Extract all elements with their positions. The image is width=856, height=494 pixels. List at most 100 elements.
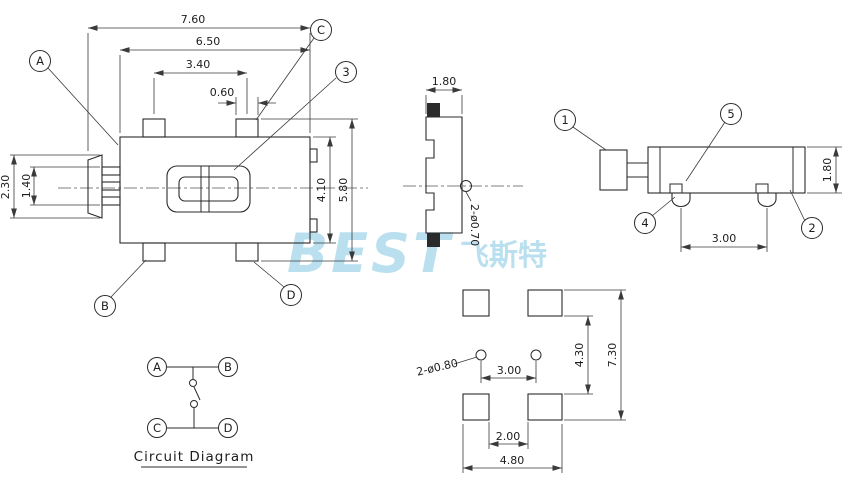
contact-point-bottom bbox=[190, 400, 198, 408]
side-body-outline bbox=[425, 116, 463, 234]
callout-c: C bbox=[255, 19, 332, 121]
side-tab-bottom-filled bbox=[427, 233, 440, 247]
callout-3: 3 bbox=[233, 61, 357, 171]
dim-front-body-width-text: 6.50 bbox=[196, 35, 221, 48]
footprint-view: 2-ø0.80 3.00 4.30 7.30 2.00 4.80 bbox=[415, 289, 626, 473]
rear-terminal-left bbox=[669, 183, 683, 194]
callout-1: 1 bbox=[554, 109, 607, 151]
watermark-brand-text: BEST bbox=[287, 222, 454, 285]
callout-2-label: 2 bbox=[808, 221, 815, 235]
dim-side-pins-text: 2-ø0.70 bbox=[468, 204, 481, 246]
side-view: 1.80 2-ø0.70 bbox=[403, 75, 523, 247]
front-bump-right-upper bbox=[309, 148, 318, 163]
rear-body-outline bbox=[647, 146, 806, 194]
leader-line bbox=[465, 191, 472, 202]
terminal-a-label: A bbox=[153, 360, 161, 374]
front-lever-prong-1 bbox=[101, 166, 121, 176]
callout-4-label: 4 bbox=[641, 216, 648, 230]
callout-a-label: A bbox=[36, 54, 44, 68]
front-view: 7.60 6.50 3.40 0.60 2.30 1.40 4.10 5.80 bbox=[0, 13, 368, 317]
dim-front-body-height-text: 4.10 bbox=[315, 178, 328, 203]
front-lever-prong-2 bbox=[101, 181, 121, 191]
callout-c-label: C bbox=[317, 23, 325, 37]
terminal-a-circle bbox=[147, 357, 167, 377]
circuit-diagram: A B C D Circuit Diagram bbox=[134, 357, 255, 468]
circuit-diagram-caption: Circuit Diagram bbox=[134, 449, 255, 465]
callout-1-circle bbox=[554, 109, 576, 131]
front-tab-top-left bbox=[142, 118, 166, 138]
dim-rear-pin-pitch-text: 3.00 bbox=[712, 232, 737, 245]
terminal-d-label: D bbox=[224, 421, 233, 435]
front-body-outline bbox=[119, 136, 311, 244]
callout-d: D bbox=[253, 261, 302, 306]
watermark-brand-cjk-text: 飞斯特 bbox=[460, 238, 547, 272]
rear-view: 1.80 3.00 1 5 4 2 bbox=[554, 103, 842, 252]
side-tab-top-filled bbox=[427, 103, 440, 117]
leader-line bbox=[47, 67, 119, 146]
callout-2-circle bbox=[801, 217, 823, 239]
rear-foot-left bbox=[671, 193, 691, 208]
dim-side-thickness-text: 1.80 bbox=[432, 75, 457, 88]
callout-1-label: 1 bbox=[561, 113, 568, 127]
leader-line bbox=[651, 196, 676, 217]
dim-front-overall-width-text: 7.60 bbox=[181, 13, 206, 26]
watermark: BEST 飞斯特 bbox=[287, 222, 547, 285]
dim-rear-height-text: 1.80 bbox=[821, 158, 834, 183]
leader-line bbox=[685, 121, 726, 182]
callout-5-label: 5 bbox=[727, 107, 734, 121]
rear-foot-right bbox=[757, 193, 777, 208]
dim-front-tab-pitch-text: 3.40 bbox=[186, 58, 211, 71]
leader-line bbox=[572, 126, 607, 151]
leader-line bbox=[789, 189, 806, 222]
leader-line bbox=[253, 261, 285, 288]
leader-line bbox=[110, 259, 147, 298]
dim-footprint-holes-text: 2-ø0.80 bbox=[415, 357, 459, 379]
dim-footprint-overall-width-text: 4.80 bbox=[500, 454, 525, 467]
dim-footprint-hole-pitch-text: 3.00 bbox=[497, 364, 522, 377]
callout-b-circle bbox=[94, 295, 116, 317]
callout-c-circle bbox=[310, 19, 332, 41]
pad-bottom-left bbox=[462, 393, 490, 421]
rear-terminal-right bbox=[755, 183, 769, 194]
callout-3-circle bbox=[335, 61, 357, 83]
front-tab-top-right bbox=[235, 118, 259, 138]
front-lever-block bbox=[87, 154, 103, 219]
callout-d-circle bbox=[280, 284, 302, 306]
callout-3-label: 3 bbox=[342, 65, 349, 79]
callout-b: B bbox=[94, 259, 147, 317]
terminal-c-label: C bbox=[153, 421, 161, 435]
terminal-b-label: B bbox=[224, 360, 232, 374]
dim-front-overall-height-text: 5.80 bbox=[337, 178, 350, 203]
front-tab-bottom-left bbox=[142, 242, 166, 262]
callout-d-label: D bbox=[287, 288, 296, 302]
callout-2: 2 bbox=[789, 189, 823, 239]
callout-b-label: B bbox=[101, 299, 109, 313]
rear-lever-block bbox=[599, 149, 628, 191]
terminal-c-circle bbox=[147, 418, 167, 438]
callout-a-circle bbox=[29, 50, 51, 72]
callout-4: 4 bbox=[634, 196, 676, 234]
dim-footprint-overall-height-text: 7.30 bbox=[606, 343, 619, 368]
front-lever-prong-3 bbox=[101, 196, 121, 206]
callout-a: A bbox=[29, 50, 119, 146]
dim-footprint-pad-gap-text: 2.00 bbox=[496, 430, 521, 443]
pad-top-right bbox=[527, 289, 563, 317]
front-tab-bottom-right bbox=[235, 242, 259, 262]
contact-point-top bbox=[189, 379, 197, 387]
dim-front-prong-span-text: 1.40 bbox=[20, 174, 33, 199]
callout-5-circle bbox=[720, 103, 742, 125]
side-pin-circle bbox=[460, 180, 472, 192]
callout-5: 5 bbox=[685, 103, 742, 182]
pad-bottom-right bbox=[527, 393, 563, 421]
leader-line bbox=[453, 356, 478, 365]
leader-line bbox=[233, 77, 337, 171]
terminal-b-circle bbox=[218, 357, 238, 377]
pad-top-left bbox=[462, 289, 490, 317]
dim-front-lever-height-text: 2.30 bbox=[0, 175, 12, 200]
terminal-d-circle bbox=[218, 418, 238, 438]
switch-arm bbox=[193, 386, 201, 401]
leader-line bbox=[255, 37, 315, 121]
front-bump-right-lower bbox=[309, 218, 318, 233]
